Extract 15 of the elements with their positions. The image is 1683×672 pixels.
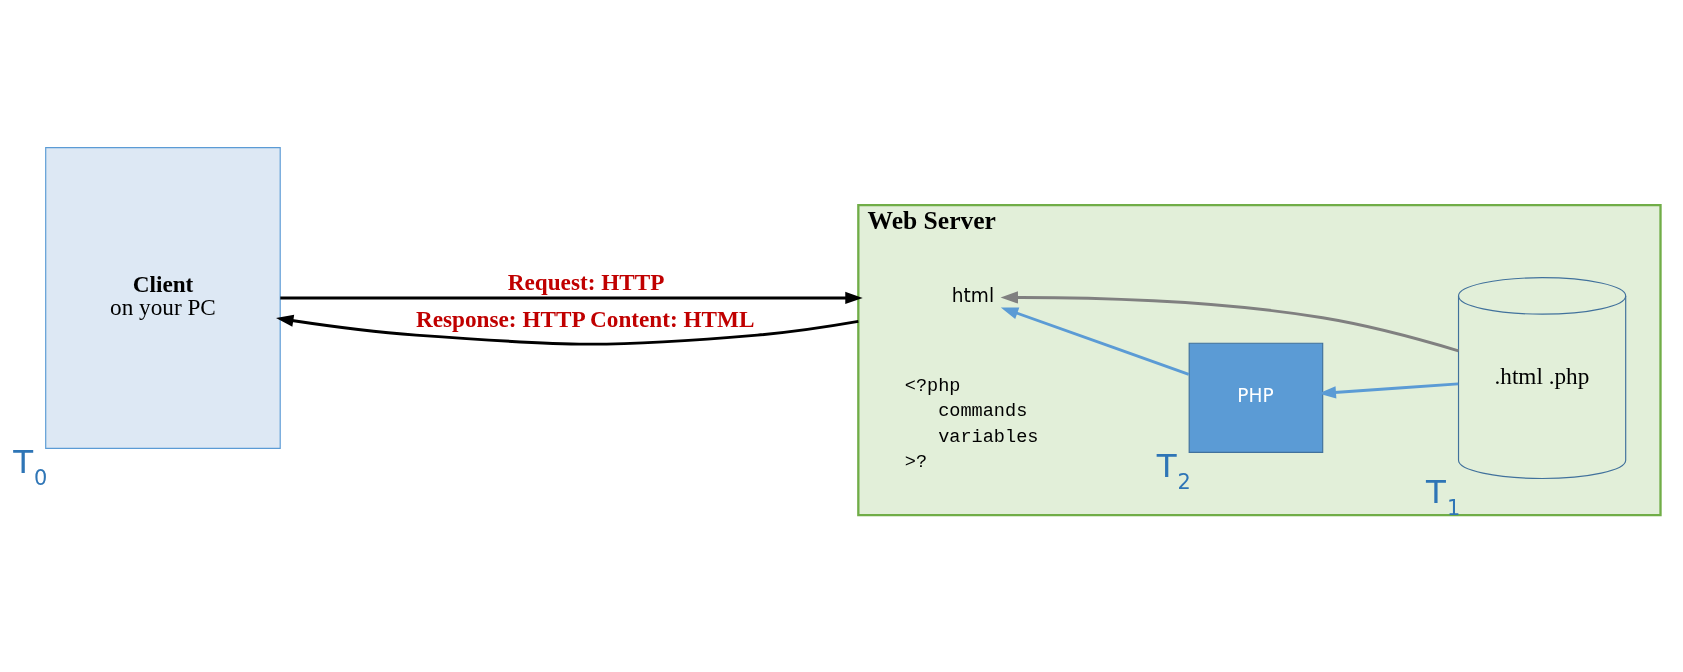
edge-label: Response: HTTP Content: HTML	[416, 306, 755, 332]
label: >?	[904, 452, 928, 474]
node-label: T$_{2}$	[1156, 447, 1191, 495]
label: variables	[938, 426, 1039, 448]
node-box: PHP	[1188, 342, 1324, 453]
arrow	[1000, 307, 1190, 376]
edge-label: Request: HTTP	[507, 268, 665, 295]
arrow	[1000, 291, 1459, 353]
node-label: T$_{0}$	[13, 443, 48, 491]
label: <?php	[904, 375, 961, 397]
node-box: Client on your PC	[45, 147, 281, 449]
label: commands	[938, 401, 1028, 423]
node-text: html	[951, 285, 995, 307]
arrow	[276, 314, 859, 346]
arrow	[280, 291, 863, 305]
